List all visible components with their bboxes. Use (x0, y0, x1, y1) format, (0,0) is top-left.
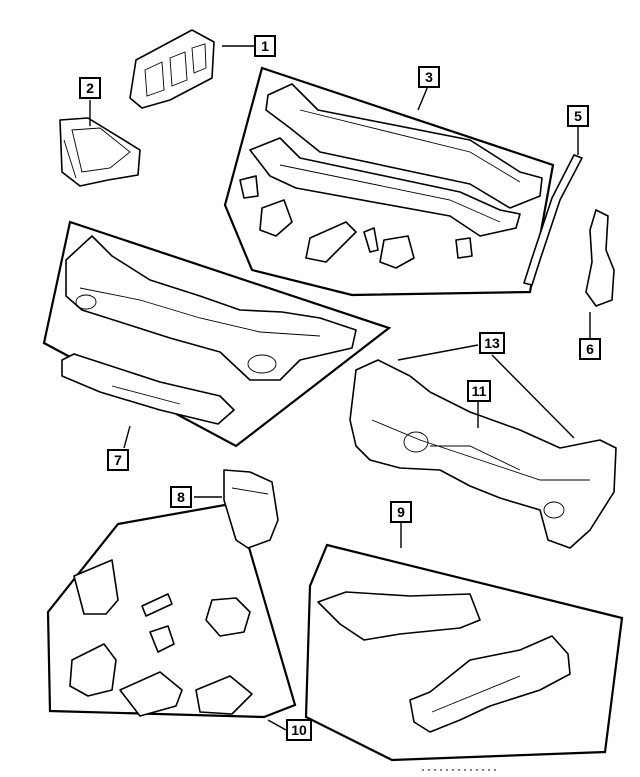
part-9-shields (317, 522, 571, 733)
part-8-bracket (194, 469, 279, 549)
part-11-crossmember (349, 344, 617, 549)
part-10-brackets (69, 559, 287, 731)
part-1-bracket (129, 29, 254, 109)
callout-8: 8 (170, 486, 192, 508)
callout-5: 5 (567, 105, 589, 127)
part-6-strap (585, 209, 615, 338)
callout-6: 6 (579, 338, 601, 360)
callout-9: 9 (390, 501, 412, 523)
callout-7: 7 (107, 449, 129, 471)
callout-2: 2 (79, 77, 101, 99)
part-3-crossmember-set (239, 83, 543, 269)
callout-13: 13 (479, 332, 505, 354)
part-7-radiator-support (61, 235, 357, 449)
part-2-support (59, 100, 141, 187)
callout-10: 10 (286, 719, 312, 741)
callout-3: 3 (418, 66, 440, 88)
callout-11: 11 (467, 380, 491, 402)
group-outline-9 (304, 543, 624, 762)
part-5-rod (523, 126, 583, 286)
callout-1: 1 (254, 35, 276, 57)
